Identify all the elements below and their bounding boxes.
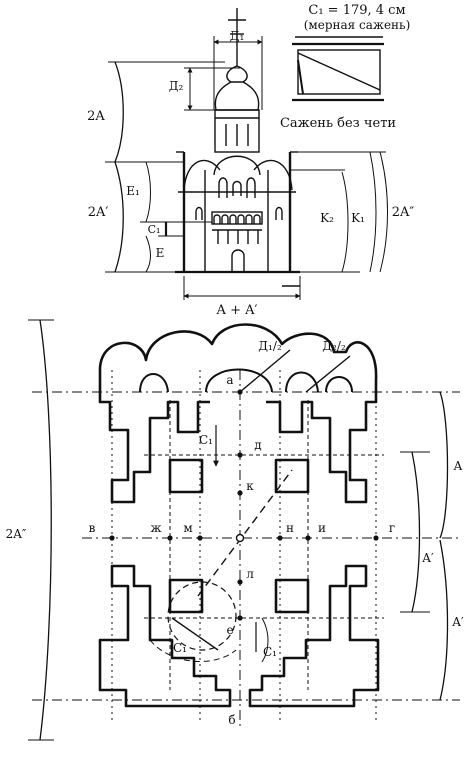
label-e1: E₁ <box>126 184 140 198</box>
label-k1: K₁ <box>351 211 365 225</box>
label-plan-a-prime-low: A′ <box>451 615 464 629</box>
label-point-b: б <box>228 713 235 727</box>
label-d2: Д₂ <box>169 79 184 93</box>
label-point-zh: ж <box>150 521 161 535</box>
plan-points <box>109 389 379 621</box>
label-d1-half: Д₁/₂ <box>258 339 282 353</box>
label-point-i: и <box>318 521 326 535</box>
plan-construction <box>28 319 460 741</box>
label-point-n: н <box>286 521 294 535</box>
label-point-m: м <box>183 521 192 535</box>
label-point-e: е <box>226 623 233 637</box>
label-point-l: л <box>246 567 254 581</box>
legend: C₁ = 179, 4 см (мерная сажень) Сажень бе… <box>280 3 410 131</box>
legend-formula: C₁ = 179, 4 см <box>308 3 405 18</box>
label-point-k: к <box>246 479 254 493</box>
label-point-v: в <box>89 521 96 535</box>
label-e: E <box>156 246 165 260</box>
elevation-dimensions <box>105 36 388 300</box>
legend-caption: Сажень без чети <box>280 116 396 131</box>
label-2a-dprime: 2A″ <box>392 205 415 220</box>
legend-subtitle: (мерная сажень) <box>304 18 411 32</box>
legend-sazhen-sketch <box>292 36 384 102</box>
label-c1-right: C₁ <box>263 645 277 659</box>
label-d1: Д₁ <box>230 29 245 43</box>
label-d2-half: Д₂/₂ <box>322 339 346 353</box>
label-c1-top: C₁ <box>199 433 213 447</box>
label-plan-2a-dprime: 2A″ <box>6 527 27 541</box>
label-point-g: г <box>389 521 395 535</box>
label-plan-a: A <box>453 459 463 473</box>
label-point-a: а <box>226 373 233 387</box>
church-plan <box>98 323 380 708</box>
label-2a: 2A <box>87 109 105 124</box>
elevation-labels: Д₁ Д₂ 2A 2A′ 2A″ E₁ C₁ E K₂ K₁ A + A′ <box>87 29 414 318</box>
label-a-plus-a-prime: A + A′ <box>216 303 258 318</box>
church-elevation <box>130 8 360 274</box>
plan-labels: Д₁/₂ Д₂/₂ а б в г д е ж и к л м н C₁ C₁ … <box>6 339 464 727</box>
label-point-d: д <box>254 438 261 452</box>
label-c1-left: C₁ <box>173 641 187 655</box>
label-k2: K₂ <box>320 211 334 225</box>
label-plan-a-prime: A′ <box>421 551 434 565</box>
label-c1-elevation: C₁ <box>148 223 161 236</box>
label-2a-prime: 2A′ <box>88 205 109 220</box>
